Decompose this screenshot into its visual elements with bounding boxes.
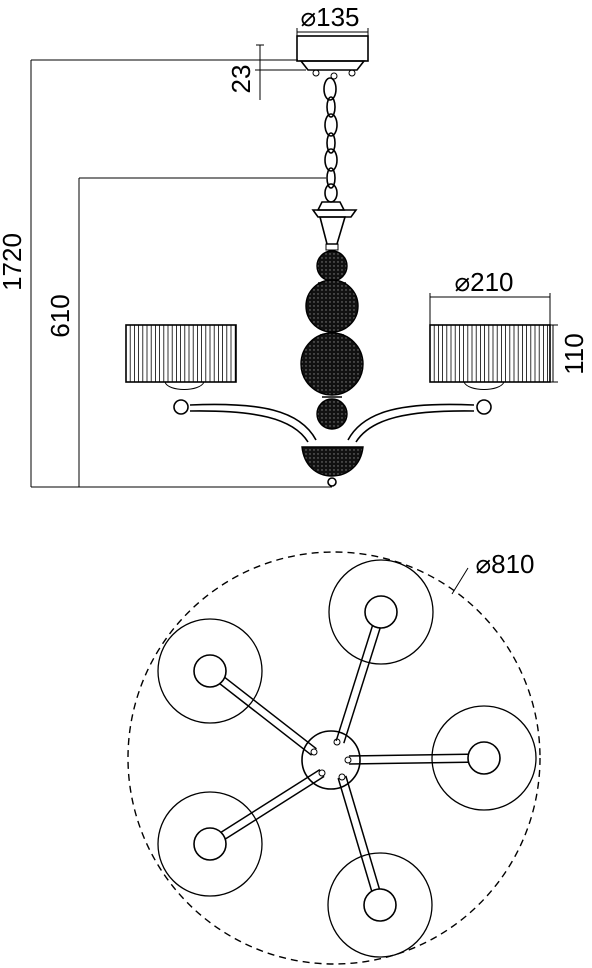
plan-shade-outer [157, 791, 263, 897]
canopy-diameter-dimension: ⌀135 [296, 2, 369, 38]
center-hub [301, 730, 361, 790]
plan-arm-edge [348, 753, 484, 757]
plan-shade-outer [431, 705, 537, 811]
shade-height-label: 110 [559, 333, 589, 374]
side-arms [173, 399, 492, 443]
plan-arm-edge [349, 761, 485, 765]
chain [323, 77, 338, 203]
plan-shade-outer [327, 852, 433, 958]
body-height-dimension: 610 [45, 177, 326, 487]
plan-shade-holder [363, 888, 397, 922]
plan-shade-holder [193, 827, 227, 861]
column-top-fitting [311, 201, 358, 251]
left-shade [125, 324, 237, 390]
crystal-balls [300, 250, 364, 430]
canopy-height-label: 23 [226, 65, 256, 94]
plan-arm-edge [343, 612, 386, 744]
shade-diameter-label: ⌀210 [454, 267, 513, 297]
plan-arms [207, 610, 485, 907]
plan-shades [157, 559, 537, 958]
plan-shade-holder [467, 741, 501, 775]
plan-arm-edge [345, 775, 385, 905]
right-shade [429, 324, 551, 390]
side-elevation-view: ⌀135 23 [0, 2, 589, 488]
body-height-label: 610 [45, 294, 75, 337]
canopy-diameter-label: ⌀135 [300, 2, 359, 32]
total-height-label: 1720 [0, 233, 27, 291]
plan-shade-holder [364, 595, 398, 629]
canopy [296, 35, 369, 80]
plan-arm-edge [207, 768, 321, 842]
plan-arm-edge [335, 610, 378, 742]
plan-arm-edge [207, 673, 313, 756]
plan-shade-holder [193, 654, 227, 688]
plan-arm-edge [211, 667, 317, 750]
plan-shade-outer [157, 618, 263, 724]
total-height-dimension: 1720 [0, 59, 332, 488]
crystal-bowl [301, 446, 364, 487]
canopy-height-dimension: 23 [226, 44, 306, 100]
shade-height-dimension: 110 [549, 324, 589, 383]
overall-diameter-circle [127, 551, 541, 965]
top-plan-view: ⌀810 [127, 549, 541, 965]
plan-arm-edge [337, 777, 377, 907]
shade-diameter-dimension: ⌀210 [429, 267, 551, 325]
overall-diameter-label: ⌀810 [475, 549, 534, 579]
plan-shade-outer [328, 559, 434, 665]
plan-arm-edge [211, 775, 325, 849]
